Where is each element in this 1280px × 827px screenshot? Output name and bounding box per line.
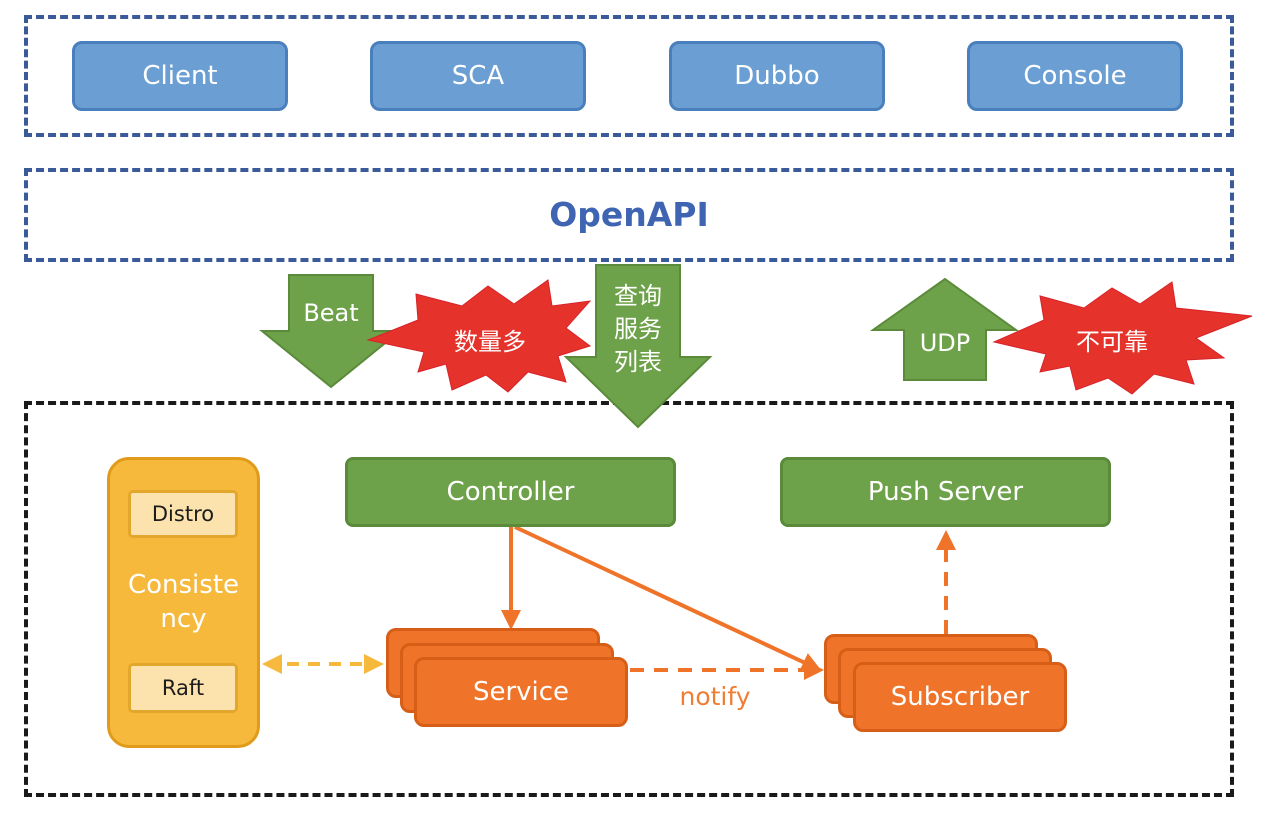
subscriber-card-front[interactable] bbox=[853, 662, 1067, 732]
query-arrow bbox=[563, 264, 713, 429]
beat-label: Beat bbox=[303, 299, 359, 327]
query-label-line1: 查询 bbox=[614, 282, 662, 310]
console-box[interactable]: Console bbox=[967, 41, 1183, 111]
sca-box[interactable]: SCA bbox=[370, 41, 586, 111]
query-label-line2: 服务 bbox=[614, 315, 662, 343]
controller-box[interactable]: Controller bbox=[345, 457, 676, 527]
beat-arrow bbox=[259, 274, 403, 389]
burst-unreliable bbox=[992, 281, 1253, 395]
subscriber-label: Subscriber bbox=[890, 682, 1030, 712]
burst-many-label: 数量多 bbox=[454, 328, 526, 356]
client-box[interactable]: Client bbox=[72, 41, 288, 111]
consistency-label-line1: Consiste bbox=[127, 570, 240, 600]
service-label: Service bbox=[472, 677, 570, 707]
controller-to-subscriber-line bbox=[514, 525, 822, 672]
consistency-label-line2: ncy bbox=[160, 604, 207, 634]
service-card-front[interactable] bbox=[414, 657, 628, 727]
distro-box[interactable]: Distro bbox=[128, 490, 238, 538]
clients-frame bbox=[24, 15, 1234, 137]
burst-unreliable-label: 不可靠 bbox=[1076, 328, 1148, 356]
openapi-frame bbox=[24, 168, 1234, 262]
burst-many bbox=[366, 279, 592, 393]
udp-label: UDP bbox=[919, 329, 971, 357]
udp-arrow bbox=[869, 277, 1020, 381]
openapi-title: OpenAPI bbox=[549, 195, 709, 234]
push-server-box[interactable]: Push Server bbox=[780, 457, 1111, 527]
consistency-label: Consiste ncy bbox=[112, 568, 255, 636]
dubbo-box[interactable]: Dubbo bbox=[669, 41, 885, 111]
query-label-line3: 列表 bbox=[614, 348, 662, 376]
raft-box[interactable]: Raft bbox=[128, 663, 238, 713]
notify-label: notify bbox=[679, 682, 751, 711]
